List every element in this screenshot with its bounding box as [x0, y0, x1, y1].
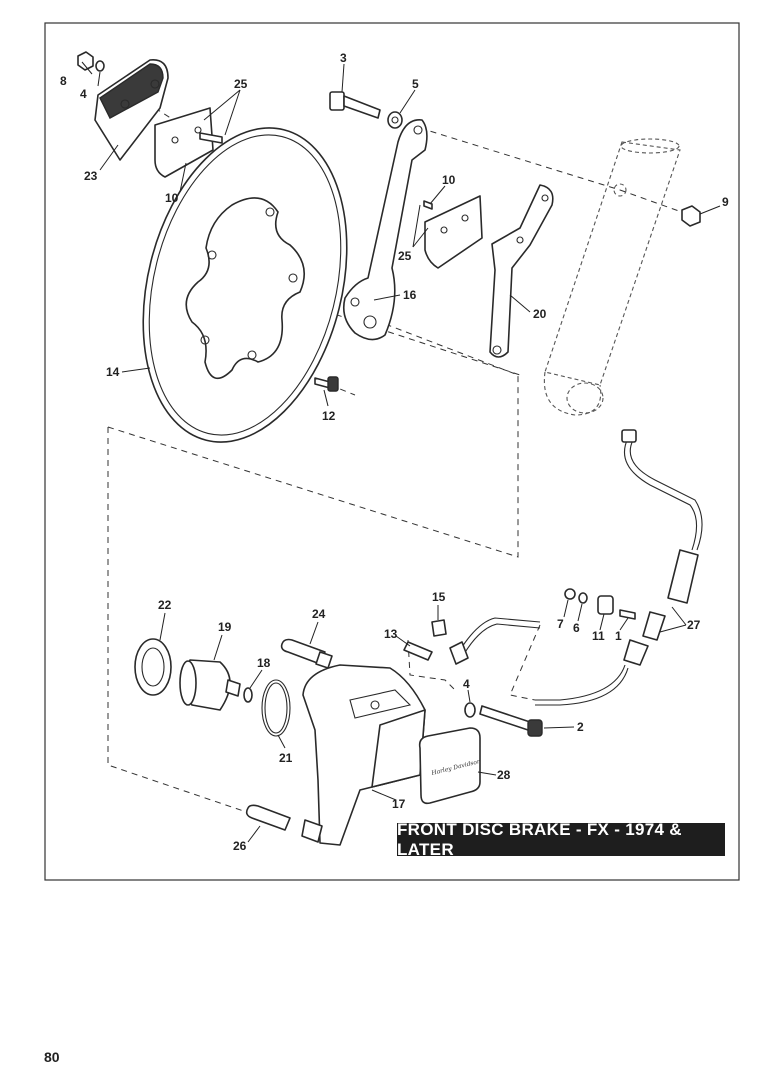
- callout-27: 27: [687, 618, 701, 632]
- callout-4-bottom: 4: [463, 677, 470, 691]
- fork-leg-ghost: [543, 138, 681, 416]
- caliper-bracket: [342, 119, 428, 341]
- callout-1: 1: [615, 629, 622, 643]
- callout-15: 15: [432, 590, 446, 604]
- callout-6: 6: [573, 621, 580, 635]
- callout-labels: 8 4 25 23 10 3 5 9 10 25 16 20 14 12 22 …: [60, 51, 729, 853]
- callout-14: 14: [106, 365, 120, 379]
- diagram-title: FRONT DISC BRAKE - FX - 1974 & LATER: [397, 819, 682, 859]
- callout-25-left: 25: [234, 77, 248, 91]
- lock-nut-9: [681, 205, 701, 227]
- callout-12: 12: [322, 409, 336, 423]
- caliper-o-ring: [261, 679, 291, 737]
- callout-13: 13: [384, 627, 398, 641]
- brake-disc-rotor: [142, 127, 348, 443]
- callout-19: 19: [218, 620, 232, 634]
- brake-pad-right: [423, 195, 483, 269]
- callout-4-top: 4: [80, 87, 87, 101]
- leader-lines: [81, 61, 721, 843]
- brake-line-fittings: [564, 588, 636, 620]
- brake-line-lower: [449, 617, 629, 706]
- callout-3: 3: [340, 51, 347, 65]
- callout-16: 16: [403, 288, 417, 302]
- brake-pad-left: [154, 107, 223, 178]
- piston-seal: [134, 638, 172, 696]
- callout-20: 20: [533, 307, 547, 321]
- caliper-sleeve: [245, 804, 291, 831]
- callout-22: 22: [158, 598, 172, 612]
- callout-18: 18: [257, 656, 271, 670]
- callout-21: 21: [279, 751, 293, 765]
- callout-10-right: 10: [442, 173, 456, 187]
- caliper-pin: [280, 638, 333, 669]
- brake-line-upper: [621, 429, 703, 666]
- rotor-screw: [314, 376, 339, 392]
- pivot-bolt-and-washer: [329, 91, 403, 129]
- diagram-title-banner: FRONT DISC BRAKE - FX - 1974 & LATER: [397, 820, 725, 859]
- pad-holder-assembly: [77, 51, 169, 161]
- caliper-body: [301, 664, 426, 846]
- mounting-plate: [489, 184, 554, 358]
- callout-8: 8: [60, 74, 67, 88]
- caliper-bolt-and-washer: [464, 702, 543, 737]
- caliper-piston: [179, 659, 241, 711]
- bleeder-valve-and-cap: [403, 619, 447, 661]
- diagram-frame: [44, 22, 740, 881]
- callout-9: 9: [722, 195, 729, 209]
- callout-28: 28: [497, 768, 511, 782]
- callout-2: 2: [577, 720, 584, 734]
- page-number: 80: [44, 1049, 60, 1065]
- callout-26: 26: [233, 839, 247, 853]
- callout-11: 11: [592, 629, 605, 643]
- callout-10-left: 10: [165, 191, 179, 205]
- retaining-ring: [243, 687, 253, 703]
- caliper-cover-plate: Harley Davidson: [418, 727, 482, 805]
- callout-17: 17: [392, 797, 406, 811]
- callout-24: 24: [312, 607, 326, 621]
- callout-25-right: 25: [398, 249, 412, 263]
- callout-7: 7: [557, 617, 564, 631]
- callout-23: 23: [84, 169, 98, 183]
- callout-5: 5: [412, 77, 419, 91]
